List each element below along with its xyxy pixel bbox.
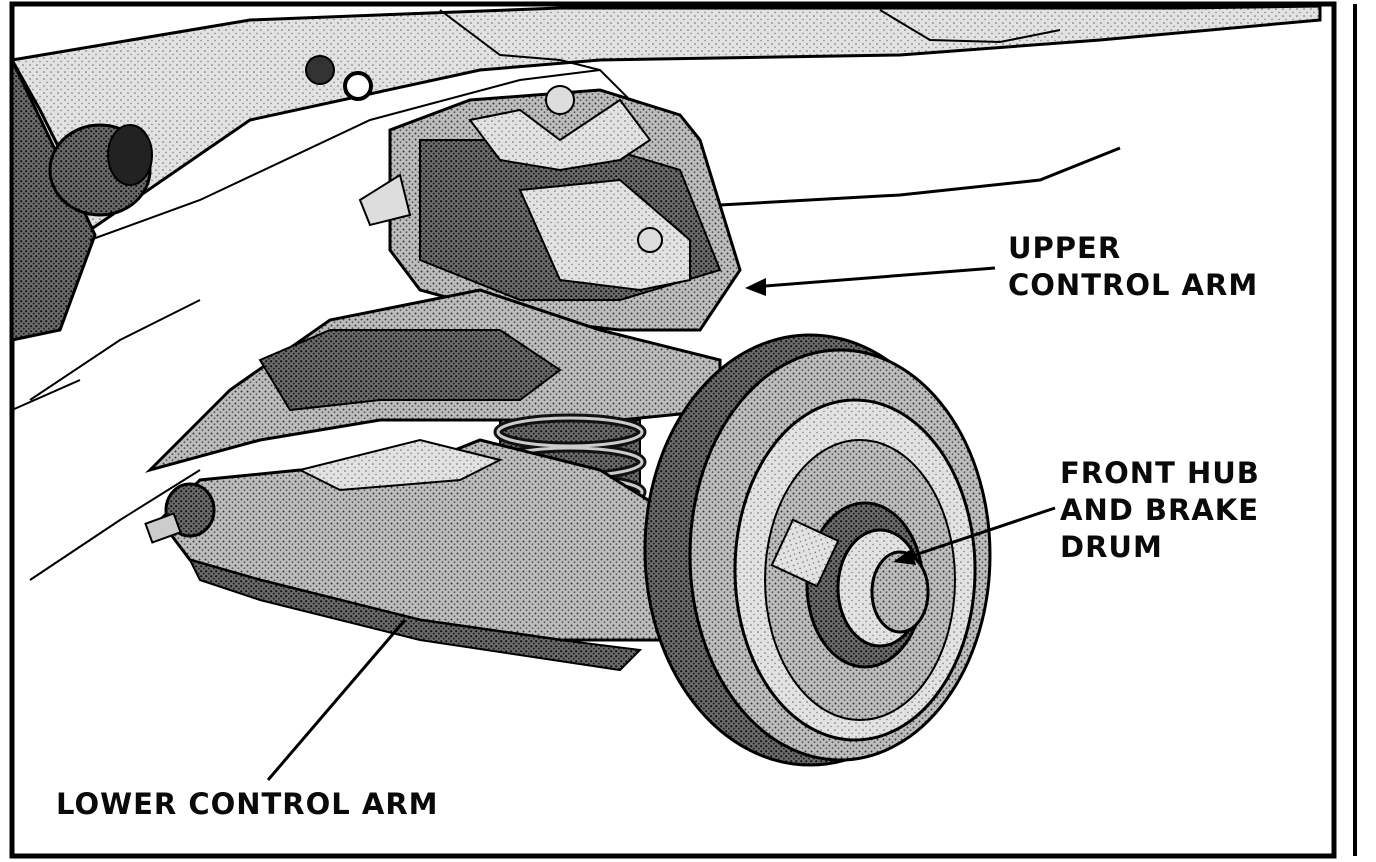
frame-rail [10, 4, 1322, 401]
lower-control-arm [144, 438, 702, 672]
loose-nuts [305, 55, 373, 101]
lower-control-arm-label: LOWER CONTROL ARM [56, 786, 439, 823]
front-hub-label-line3: DRUM [1060, 530, 1163, 564]
hub-leader [899, 506, 1056, 562]
lower-arm-leader [266, 619, 407, 781]
upper-control-arm-label-line2: CONTROL ARM [1008, 268, 1259, 302]
front-hub-label-line1: FRONT HUB [1060, 456, 1260, 490]
hub-arrowhead [893, 549, 916, 565]
lower-control-arm-label-line1: LOWER CONTROL ARM [56, 787, 439, 821]
upper-control-arm-label: UPPER CONTROL ARM [1008, 230, 1258, 304]
frame-bushing [48, 123, 153, 217]
body-skirt [11, 379, 201, 581]
upper-control-arm-label-line1: UPPER [1008, 231, 1122, 265]
upper-arm-wing [144, 288, 722, 473]
front-hub [770, 501, 930, 669]
front-hub-label-line2: AND BRAKE [1060, 493, 1260, 527]
front-hub-label: FRONT HUB AND BRAKE DRUM [1060, 455, 1260, 566]
leader-lines [266, 266, 1056, 781]
upper-arm-leader [751, 266, 996, 289]
upper-control-arm [358, 85, 742, 332]
upper-arm-arrowhead [745, 278, 766, 296]
